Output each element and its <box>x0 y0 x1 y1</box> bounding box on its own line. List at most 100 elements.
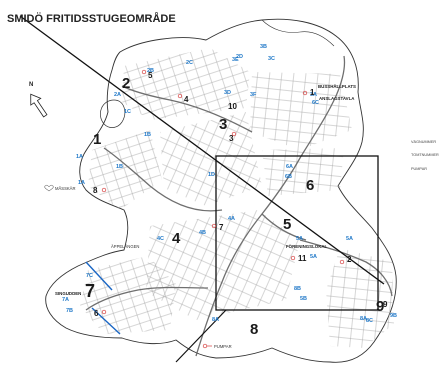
plots-southeast <box>326 248 394 348</box>
plots-middle-east <box>262 148 344 196</box>
road-code: 5A <box>296 236 303 242</box>
zoom-area-frame <box>215 155 379 311</box>
road-code: 8A <box>212 317 219 323</box>
road-code: 4C <box>157 236 164 242</box>
road-code: 3C <box>268 56 275 62</box>
pump-6: 6 <box>94 309 99 318</box>
pump-circle <box>302 90 308 96</box>
road-code: 1D <box>208 172 215 178</box>
road-code: 5A <box>346 236 353 242</box>
pump-2: 2 <box>347 255 352 264</box>
road-west-loop <box>103 147 223 212</box>
road-code: 8C <box>366 318 373 324</box>
road-trunk <box>195 55 346 357</box>
association-hall-label: FÖRENINGSLOKAL <box>286 244 328 249</box>
road-code: 8B <box>294 286 301 292</box>
pump-9: 9 <box>383 300 388 309</box>
road-code: 3F <box>250 92 257 98</box>
road-code: 2D <box>236 54 243 60</box>
road-association <box>261 213 307 241</box>
sector-4: 4 <box>172 230 181 247</box>
road-code: 7C <box>86 273 93 279</box>
road-south-west <box>85 286 209 311</box>
road-code: 4A <box>228 216 235 222</box>
south-connector-line <box>175 309 227 363</box>
plots-north <box>122 48 250 120</box>
road-code: 1B <box>144 132 151 138</box>
road-code: 3B <box>260 44 267 50</box>
sector-9: 9 <box>376 298 384 315</box>
plots-south-center <box>146 210 300 320</box>
bus-stop-label: BUSSHÅLLPLATS <box>318 84 356 89</box>
map-legend: VÄGNUMMER TOMTNUMMER PUMPAR PUMPAR <box>202 140 439 349</box>
road-code: 2A <box>114 92 121 98</box>
pump-7: 7 <box>219 223 224 232</box>
pump-circle <box>211 223 217 229</box>
survey-diagonal-line <box>19 15 385 285</box>
pump-1: 1 <box>310 88 315 97</box>
north-arrow-letter: N <box>29 82 33 88</box>
sector-7: 7 <box>85 281 95 301</box>
midsummer-label: MÅSSKÄR <box>55 186 75 191</box>
pump-5: 5 <box>148 71 153 80</box>
road-code: 2B <box>147 68 154 74</box>
sector-1: 1 <box>93 131 101 148</box>
west-shore-segment <box>85 261 121 335</box>
legend-plot-number: TOMTNUMMER <box>411 153 439 157</box>
road-network <box>85 55 393 357</box>
plots-center <box>160 112 262 206</box>
legend-road-number: VÄGNUMMER <box>411 140 436 144</box>
pump-marker-icon <box>202 343 208 349</box>
legend-pumps: PUMPAR <box>411 167 427 171</box>
pump-circle <box>141 69 147 75</box>
pump-circle <box>339 259 345 265</box>
road-code: 5B <box>300 296 307 302</box>
road-code: 1A <box>76 154 83 160</box>
road-code: 3E <box>232 57 239 63</box>
pump-legend-label: PUMPAR <box>214 344 232 349</box>
road-code: 1C <box>124 109 131 115</box>
pump-circles <box>101 69 345 315</box>
road-code: 6B <box>285 174 292 180</box>
pump-circle <box>101 309 107 315</box>
road-north-loop <box>121 85 253 133</box>
north-arrow: N <box>29 82 48 118</box>
northwest-headland <box>100 99 126 128</box>
sector-5: 5 <box>283 216 291 233</box>
road-code: 6A <box>286 164 293 170</box>
sector-8: 8 <box>250 321 258 338</box>
map-title: SMIDÖ FRITIDSSTUGEOMRÅDE <box>7 12 176 25</box>
road-code: 4B <box>199 230 206 236</box>
road-code: 6C <box>312 100 319 106</box>
road-code: 2C <box>186 60 193 66</box>
apple-meadow-label: ÄPPELÄNGEN <box>111 244 139 249</box>
road-code: 5A <box>310 254 317 260</box>
road-code: 7B <box>66 308 73 314</box>
pump-11: 11 <box>298 254 307 263</box>
road-code: 7A <box>62 297 69 303</box>
north-peninsula-shore <box>261 19 335 47</box>
place-names: BUSSHÅLLPLATS ANSLAGSTAVLA MÅSSKÄR ÄPPEL… <box>44 84 356 296</box>
road-code: 3D <box>224 90 231 96</box>
plots-southwest <box>80 256 176 334</box>
pump-circle <box>290 255 296 261</box>
pump-3: 3 <box>229 134 234 143</box>
pump-8: 8 <box>93 186 98 195</box>
pump-circle <box>101 187 107 193</box>
plots-northeast <box>250 72 352 150</box>
pump-circle <box>231 131 237 137</box>
pump-4: 4 <box>184 95 189 104</box>
road-code: 1A <box>78 180 85 186</box>
heart-icon <box>44 184 54 192</box>
road-code: 3A <box>310 92 317 98</box>
pump-circle <box>177 93 183 99</box>
road-code: 8A <box>360 316 367 322</box>
road-code: 9B <box>390 313 397 319</box>
road-codes: 1A 1A 1B 1B 1C 1D 2A 2B 2C 2D 3A 3B 3C 3… <box>62 44 397 324</box>
sector-numbers: 1 2 3 4 5 6 7 8 9 <box>85 75 384 338</box>
singudden-label: SINGUDDEN <box>55 291 81 296</box>
north-arrow-icon <box>30 93 48 118</box>
pump-markers: 1 2 3 4 5 6 7 8 9 10 11 <box>93 69 388 318</box>
sector-3: 3 <box>219 116 227 133</box>
